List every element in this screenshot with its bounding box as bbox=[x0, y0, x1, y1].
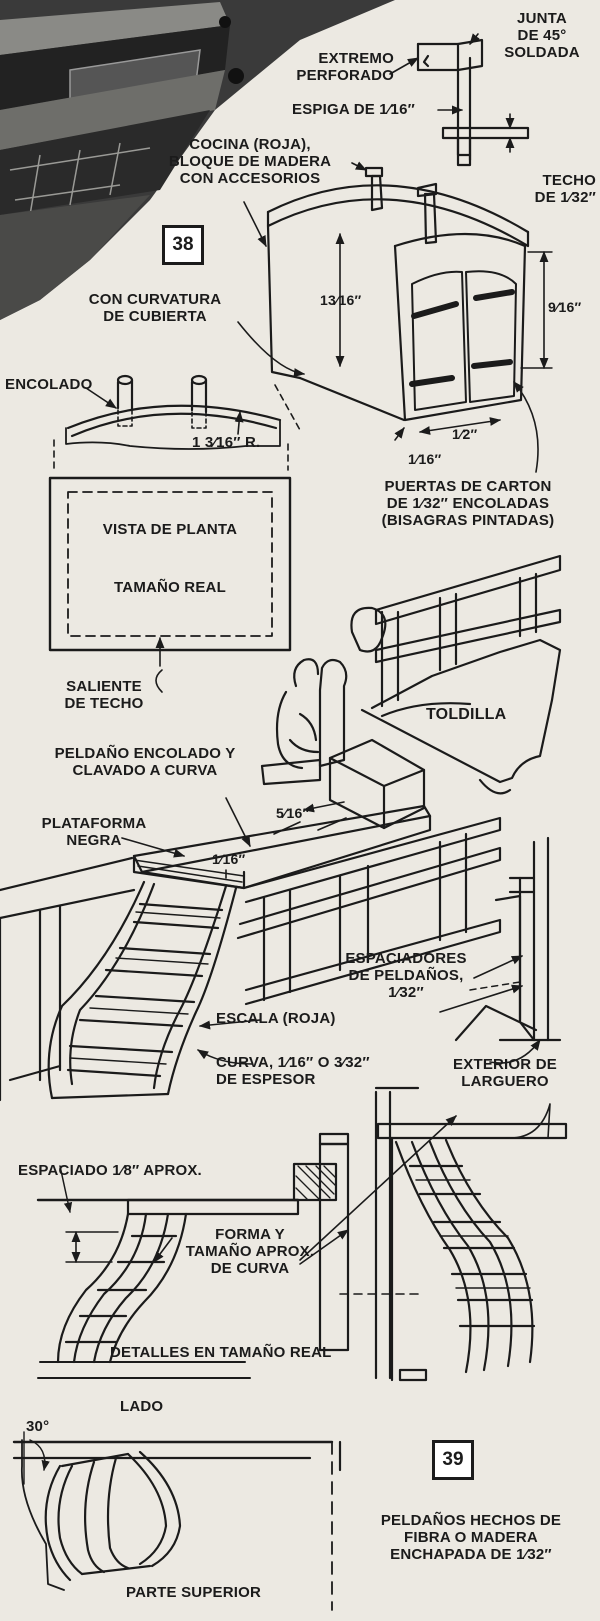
right-ladder-detail bbox=[374, 1086, 568, 1382]
label-dim-1-16-b: 1⁄16″ bbox=[212, 851, 246, 867]
label-extremo: EXTREMO PERFORADO bbox=[296, 50, 394, 84]
ship-stern-photo bbox=[0, 0, 395, 320]
label-techo: TECHO DE 1⁄32″ bbox=[534, 172, 596, 206]
galley-drawing bbox=[237, 161, 553, 473]
poop-deck-drawing bbox=[350, 554, 562, 795]
label-toldilla: TOLDILLA bbox=[426, 706, 507, 723]
spacers-detail bbox=[439, 836, 562, 1064]
label-encolado: ENCOLADO bbox=[5, 376, 93, 393]
label-curva: CURVA, 1⁄16″ O 3⁄32″ DE ESPESOR bbox=[216, 1054, 370, 1088]
plan-view-drawing bbox=[48, 476, 292, 693]
figure-38-badge: 38 bbox=[162, 225, 204, 265]
ladder-perspective bbox=[47, 880, 261, 1100]
label-cocina: COCINA (ROJA), BLOQUE DE MADERA CON ACCE… bbox=[168, 136, 332, 187]
label-plataforma: PLATAFORMA NEGRA bbox=[41, 815, 147, 849]
label-exterior: EXTERIOR DE LARGUERO bbox=[453, 1056, 557, 1090]
monkey-figure bbox=[260, 658, 348, 786]
label-forma: FORMA Y TAMAÑO APROX. DE CURVA bbox=[185, 1226, 315, 1277]
label-espaciado: ESPACIADO 1⁄8″ APROX. bbox=[18, 1162, 202, 1179]
label-dim-5-16: 5⁄16″ bbox=[276, 805, 310, 821]
label-junta: JUNTA DE 45° SOLDADA bbox=[504, 10, 580, 61]
label-puertas: PUERTAS DE CARTON DE 1⁄32″ ENCOLADAS (BI… bbox=[381, 478, 555, 529]
label-peldanos-hechos: PELDAÑOS HECHOS DE FIBRA O MADERA ENCHAP… bbox=[380, 1512, 562, 1563]
label-curvatura: CON CURVATURA DE CUBIERTA bbox=[88, 291, 222, 325]
deck-curvature-section bbox=[53, 374, 289, 471]
label-peldano: PELDAÑO ENCOLADO Y CLAVADO A CURVA bbox=[54, 745, 236, 779]
chimney-detail bbox=[389, 33, 530, 167]
label-detalles: DETALLES EN TAMAÑO REAL bbox=[110, 1344, 332, 1361]
label-parte-superior: PARTE SUPERIOR bbox=[126, 1584, 262, 1601]
label-dim-1-16-a: 1⁄16″ bbox=[408, 451, 442, 467]
side-detail-drawing bbox=[36, 1115, 457, 1379]
label-vista: VISTA DE PLANTA bbox=[102, 521, 238, 538]
label-escala: ESCALA (ROJA) bbox=[216, 1010, 336, 1027]
label-dim-9-16: 9⁄16″ bbox=[548, 299, 582, 315]
label-dim-half: 1⁄2″ bbox=[452, 426, 478, 442]
label-tamano: TAMAÑO REAL bbox=[114, 579, 226, 596]
label-saliente: SALIENTE DE TECHO bbox=[64, 678, 144, 712]
label-lado: LADO bbox=[120, 1398, 164, 1415]
label-espiga: ESPIGA DE 1⁄16″ bbox=[292, 101, 416, 118]
platform-drawing bbox=[0, 797, 502, 1102]
label-radio: 1 3⁄16″ R. bbox=[192, 434, 261, 451]
label-dim-13-16: 13⁄16″ bbox=[320, 292, 362, 308]
figure-39-badge: 39 bbox=[432, 1440, 474, 1480]
top-view-drawing bbox=[12, 1431, 342, 1611]
label-espaciadores: ESPACIADORES DE PELDAÑOS, 1⁄32″ bbox=[345, 950, 467, 1001]
label-angle: 30° bbox=[26, 1418, 50, 1435]
